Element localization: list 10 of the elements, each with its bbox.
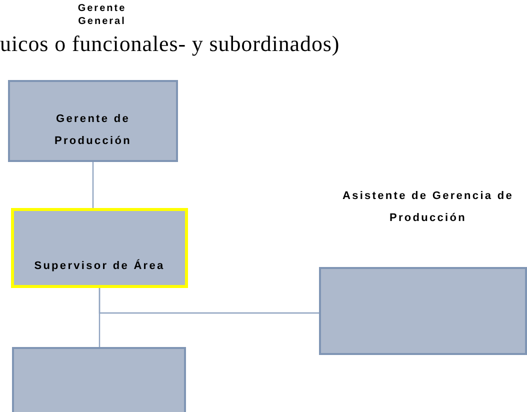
- connector-line: [92, 162, 94, 208]
- connector-line: [98, 288, 319, 314]
- box-title: Supervisor de Área: [33, 258, 166, 274]
- org-box: [11, 208, 188, 288]
- sentence-text: uicos o funcionales- y subordinados): [0, 30, 340, 58]
- org-box: [12, 347, 186, 412]
- heading-text: Gerente General: [76, 2, 128, 28]
- box-title: Asistente de Gerencia de Producción: [341, 189, 515, 226]
- box-title: Gerente de Producción: [53, 112, 132, 149]
- org-box: [8, 80, 178, 162]
